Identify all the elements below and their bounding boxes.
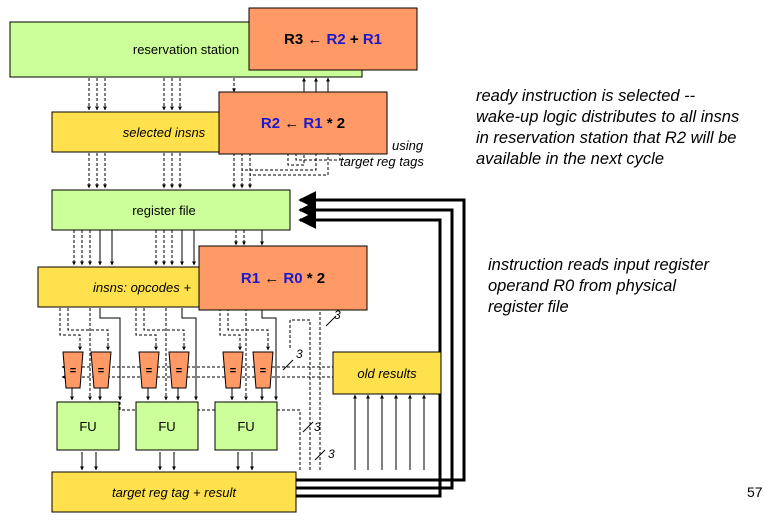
- comparator: [90, 351, 112, 389]
- bus-width-label: 3: [334, 308, 341, 322]
- comparator-label: =: [230, 365, 236, 377]
- instr-src1: R0: [283, 270, 302, 287]
- fu-label: FU: [237, 419, 254, 434]
- register-file-box: [51, 189, 291, 231]
- bus-width-label: 3: [328, 447, 335, 461]
- instr-src2: 2: [337, 115, 345, 132]
- comparator: [138, 351, 160, 389]
- comparator: [252, 351, 274, 389]
- instruction-text-1: R3 ← R2 + R1: [284, 31, 382, 48]
- instr-dest: R3: [284, 31, 303, 48]
- instr-src1: R2: [327, 31, 346, 48]
- instruction-text-3: R1 ← R0 * 2: [241, 270, 325, 287]
- instruction-text-2: R2 ← R1 * 2: [261, 115, 345, 132]
- target-reg-tags-label: target reg tags: [340, 154, 424, 169]
- comparator: [222, 351, 244, 389]
- instr-arrow: ←: [264, 270, 279, 287]
- instruction-box-1: [248, 7, 418, 71]
- selected-insns-label: selected insns: [123, 125, 206, 140]
- instr-op: *: [307, 270, 313, 287]
- page-number: 57: [747, 484, 763, 500]
- fu-box: [56, 401, 120, 451]
- comparator-label: =: [98, 365, 104, 377]
- fu-box: [214, 401, 278, 451]
- instr-arrow: ←: [307, 31, 322, 48]
- wakeup-note: ready instruction is selected -- wake-up…: [476, 87, 740, 168]
- instr-src2: R1: [363, 31, 382, 48]
- instr-src2: 2: [317, 270, 325, 287]
- comparator: [168, 351, 190, 389]
- instr-dest: R1: [241, 270, 260, 287]
- instruction-box-3: [198, 245, 368, 311]
- comparator-label: =: [260, 365, 266, 377]
- instr-dest: R2: [261, 115, 280, 132]
- bus-width-label: 3: [296, 347, 303, 361]
- comparator-label: =: [176, 365, 182, 377]
- fu-box: [135, 401, 199, 451]
- bus-width-label: 3: [314, 420, 321, 434]
- instr-src1: R1: [303, 115, 322, 132]
- instr-op: +: [350, 31, 359, 48]
- comparator-group: [62, 351, 274, 389]
- comparator-label: =: [70, 365, 76, 377]
- old-results-label: old results: [357, 366, 417, 381]
- reservation-station-label: reservation station: [133, 42, 239, 57]
- instruction-box-2: [218, 91, 388, 155]
- read-note: instruction reads input register operand…: [488, 256, 710, 316]
- instr-arrow: ←: [284, 115, 299, 132]
- old-results-box: [332, 351, 442, 395]
- comparator-label: =: [146, 365, 152, 377]
- fu-label: FU: [79, 419, 96, 434]
- comparator: [62, 351, 84, 389]
- target-reg-result-label: target reg tag + result: [112, 485, 237, 500]
- fu-label: FU: [158, 419, 175, 434]
- target-reg-result-box: [51, 471, 297, 513]
- register-file-label: register file: [132, 203, 196, 218]
- using-label: using: [392, 138, 424, 153]
- insns-opcodes-label: insns: opcodes +: [93, 280, 191, 295]
- instr-op: *: [327, 115, 333, 132]
